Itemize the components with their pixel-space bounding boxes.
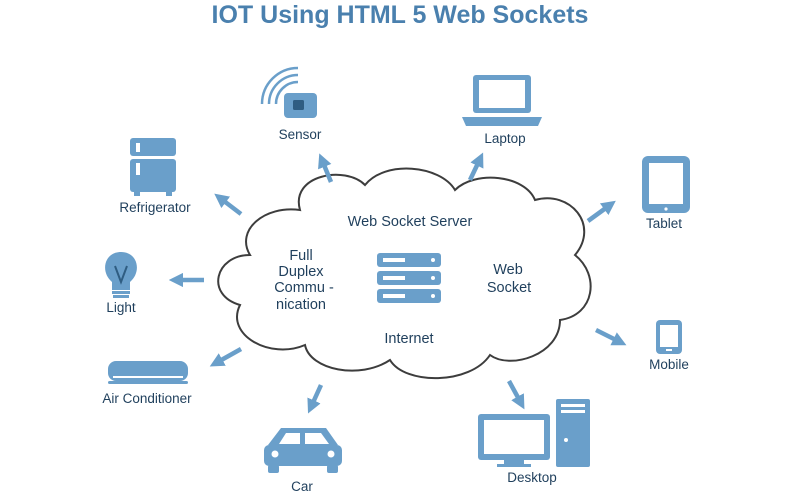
desktop-label: Desktop	[507, 470, 557, 485]
laptop-label: Laptop	[484, 131, 525, 146]
desktop-icon	[478, 399, 590, 467]
refrigerator: Refrigerator	[119, 138, 191, 215]
cloud: Web Socket Server Full Duplex Commu - ni…	[217, 167, 592, 380]
laptop-icon	[462, 75, 542, 126]
arrow-to-laptop	[467, 152, 484, 181]
light-bulb-icon	[105, 252, 137, 298]
desktop: Desktop	[478, 399, 590, 485]
cloud-right-label-2: Socket	[487, 280, 531, 296]
arrows	[168, 152, 627, 414]
mobile-icon	[656, 320, 682, 354]
arrow-to-car	[307, 384, 324, 414]
car: Car	[264, 428, 342, 494]
arrow-to-mobile	[594, 327, 627, 346]
tablet-label: Tablet	[646, 216, 682, 231]
diagram-title: IOT Using HTML 5 Web Sockets	[211, 1, 589, 29]
mobile: Mobile	[649, 320, 689, 372]
arrow-to-refrigerator	[214, 193, 243, 216]
refrigerator-icon	[130, 138, 176, 196]
sensor-label: Sensor	[279, 127, 322, 142]
laptop: Laptop	[462, 75, 542, 146]
tablet: Tablet	[642, 156, 690, 231]
air-conditioner: Air Conditioner	[102, 361, 192, 406]
mobile-label: Mobile	[649, 357, 689, 372]
arrow-to-air-conditioner	[209, 347, 243, 367]
cloud-left-label-2: Duplex	[278, 264, 324, 280]
light: Light	[105, 252, 137, 315]
arrow-to-desktop	[507, 379, 525, 410]
cloud-left-label-3: Commu -	[274, 280, 334, 296]
cloud-internet-label: Internet	[384, 331, 433, 347]
cloud-left-label-1: Full	[289, 248, 312, 264]
car-label: Car	[291, 479, 313, 494]
tablet-icon	[642, 156, 690, 213]
arrow-to-tablet	[586, 200, 616, 223]
sensor-icon	[260, 66, 317, 118]
air-conditioner-icon	[108, 361, 188, 384]
server-rack-icon	[377, 253, 441, 303]
light-label: Light	[106, 300, 136, 315]
sensor: Sensor	[260, 66, 322, 142]
arrow-to-sensor	[318, 153, 334, 183]
cloud-right-label-1: Web	[493, 262, 523, 278]
car-icon	[264, 428, 342, 473]
refrigerator-label: Refrigerator	[119, 200, 191, 215]
cloud-server-label: Web Socket Server	[348, 214, 473, 230]
air-conditioner-label: Air Conditioner	[102, 391, 192, 406]
cloud-left-label-4: nication	[276, 297, 326, 313]
